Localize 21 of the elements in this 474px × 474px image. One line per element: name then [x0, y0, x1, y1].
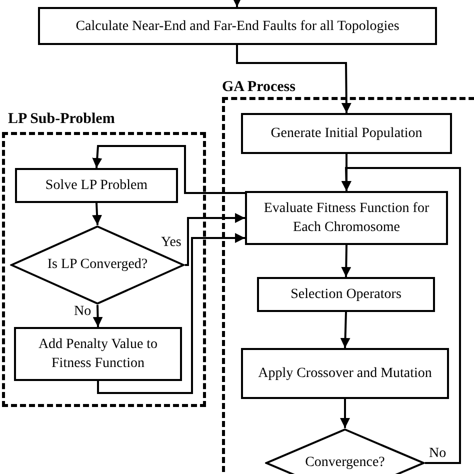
process-box: Calculate Near-End and Far-End Faults for all Topologies	[38, 7, 437, 45]
arrow	[92, 145, 245, 194]
arrow	[185, 213, 245, 266]
decision-diamond: Convergence?	[265, 428, 425, 474]
process-box: Add Penalty Value to Fitness Function	[14, 327, 182, 381]
arrow	[97, 233, 245, 394]
arrow	[340, 312, 350, 348]
process-box: Generate Initial Population	[241, 113, 452, 154]
arrow	[236, 45, 352, 114]
process-box: Evaluate Fitness Function for Each Chromosome	[245, 191, 448, 245]
process-box: Apply Crossover and Mutation	[241, 348, 449, 399]
arrow	[92, 304, 103, 328]
arrow	[232, 0, 242, 7]
process-box: Selection Operators	[257, 277, 435, 312]
group-heading: LP Sub-Problem	[8, 110, 115, 128]
process-box: Solve LP Problem	[15, 168, 178, 203]
arrow	[341, 244, 352, 278]
group-heading: GA Process	[222, 78, 296, 96]
arrow	[340, 399, 350, 428]
arrow	[341, 167, 461, 464]
arrow	[92, 202, 102, 226]
